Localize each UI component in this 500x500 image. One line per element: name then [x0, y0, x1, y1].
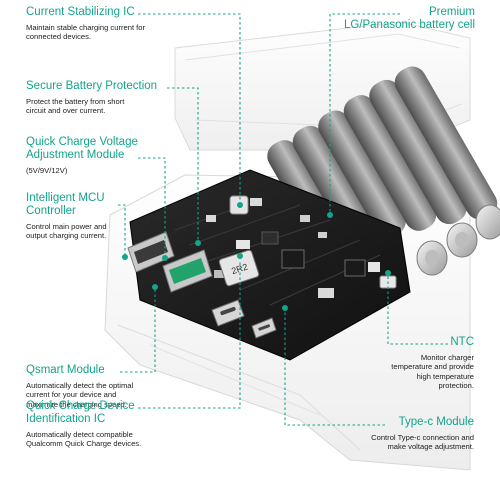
usb-port-icon	[127, 231, 175, 273]
callout-description: Automatically detect compatible Qualcomm…	[26, 430, 186, 449]
callout-description: Automatically detect the optimal current…	[26, 381, 166, 409]
callout-description: (5V/9V/12V)	[26, 166, 176, 175]
usb-port-icon	[162, 249, 213, 293]
callout-description: Control Type-c connection and make volta…	[324, 433, 474, 452]
callout-description-line: Control main power and	[26, 222, 107, 231]
battery-cells	[267, 66, 500, 276]
callout-title-line: Intelligent MCU	[26, 192, 105, 204]
callout-description-line: Qualcomm Quick Charge devices.	[26, 439, 142, 449]
callout-title-line: Quick Charge Voltage	[26, 136, 138, 148]
callout-title: Quick Charge Device Identification IC	[26, 400, 186, 426]
battery-cell-icon	[369, 79, 467, 225]
callout-title-line: Quick Charge Device	[26, 400, 135, 412]
callout-premium-battery-cell: Premium LG/Panasonic battery cell	[325, 6, 475, 32]
callout-description-line: maximize the charging speed.	[26, 399, 127, 409]
callout-description: Control main power and output charging c…	[26, 222, 156, 241]
callout-title: Secure Battery Protection	[26, 80, 158, 92]
callout-description-line: Automatically detect compatible	[26, 430, 133, 439]
battery-cell-icon	[318, 110, 406, 238]
callout-description-line: circuit and over current.	[26, 106, 106, 116]
callout-description-line: Monitor charger	[420, 353, 474, 362]
callout-description: Monitor charger temperature and provide …	[354, 353, 474, 391]
callout-qsmart-module: Qsmart Module Automatically detect the o…	[26, 364, 166, 409]
callout-current-stabilizing-ic: Current Stabilizing IC Maintain stable c…	[26, 6, 216, 42]
callout-title-line: Premium	[428, 6, 475, 18]
battery-cell-icon	[343, 95, 437, 231]
callout-description-line: Automatically detect the optimal	[26, 381, 134, 390]
callout-description-line: connected devices.	[26, 32, 92, 42]
callout-description-line: (5V/9V/12V)	[26, 166, 68, 175]
callout-quick-charge-voltage-module: Quick Charge Voltage Adjustment Module (…	[26, 136, 176, 175]
battery-cell-icon	[394, 66, 498, 220]
pcb-board	[129, 169, 411, 361]
micro-usb-port-icon	[251, 317, 277, 339]
callout-title: Intelligent MCU Controller	[26, 192, 156, 218]
callout-intelligent-mcu-controller: Intelligent MCU Controller Control main …	[26, 192, 156, 241]
callout-description: Protect the battery from short circuit a…	[26, 97, 196, 116]
callout-description-line: temperature and provide	[391, 362, 474, 372]
callout-title: Type-c Module	[398, 416, 474, 428]
callout-description-line: Control Type-c connection and	[371, 433, 474, 442]
callout-description-line: Protect the battery from short	[26, 97, 125, 106]
callout-description-line: Maintain stable charging current for	[26, 23, 146, 32]
callout-title-line: Adjustment Module	[26, 149, 125, 161]
callout-title-line: Identification IC	[26, 413, 106, 425]
callout-title: Quick Charge Voltage Adjustment Module	[26, 136, 176, 162]
callout-description: Maintain stable charging current for con…	[26, 23, 216, 42]
callout-title-line: LG/Panasonic battery cell	[343, 19, 475, 31]
type-c-port-icon	[211, 299, 245, 327]
callout-title-line: Controller	[26, 205, 76, 217]
callout-title: Premium LG/Panasonic battery cell	[325, 6, 475, 32]
callout-description-line: make voltage adjustment.	[387, 442, 474, 452]
callout-quick-charge-device-identification-ic: Quick Charge Device Identification IC Au…	[26, 400, 186, 449]
callout-title: Qsmart Module	[26, 364, 105, 376]
callout-description-line: current for your device and	[26, 390, 117, 400]
callout-description-line: high temperature	[416, 371, 474, 381]
callout-ntc: NTC Monitor charger temperature and prov…	[354, 336, 474, 391]
callout-title: Current Stabilizing IC	[26, 6, 135, 18]
callout-description-line: output charging current.	[26, 231, 107, 241]
callout-description-line: protection.	[438, 381, 474, 391]
callout-title: NTC	[450, 336, 474, 348]
callout-type-c-module: Type-c Module Control Type-c connection …	[324, 416, 474, 452]
callout-secure-battery-protection: Secure Battery Protection Protect the ba…	[26, 80, 196, 116]
leader-lines	[118, 13, 448, 426]
